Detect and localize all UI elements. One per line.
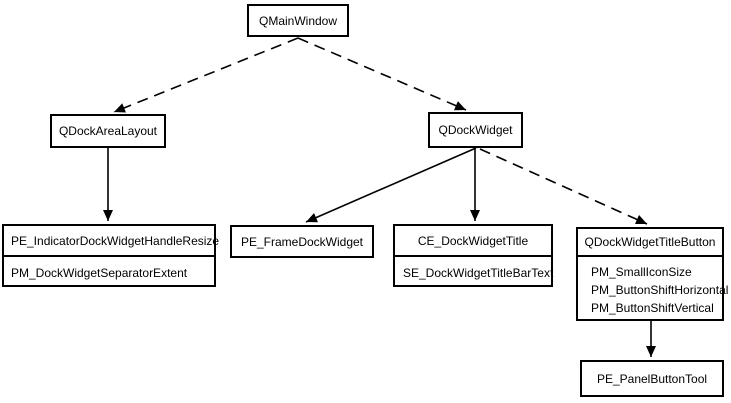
edge-dock_widget-to-frame_dock_widget xyxy=(305,147,477,223)
node-label: QDockWidget xyxy=(438,123,513,137)
node-title: QDockWidgetTitleButton xyxy=(584,235,716,249)
node-label: QDockAreaLayout xyxy=(58,124,158,138)
edge-main_window-to-dock_area_layout xyxy=(113,37,299,113)
attr-line: PM_DockWidgetSeparatorExtent xyxy=(11,266,188,280)
attr-line: PM_ButtonShiftVertical xyxy=(591,301,714,315)
compartment-divider xyxy=(4,255,214,257)
node-qdockarealayout: QDockAreaLayout xyxy=(50,114,166,148)
node-pe-panelbuttontool: PE_PanelButtonTool xyxy=(580,360,724,397)
node-dock-area-metrics: PE_IndicatorDockWidgetHandleResize PM_Do… xyxy=(2,224,220,287)
node-label: PE_PanelButtonTool xyxy=(596,371,708,386)
node-label: QMainWindow xyxy=(258,13,338,28)
attr-line: SE_DockWidgetTitleBarText xyxy=(403,266,554,280)
node-pe-framedockwidget: PE_FrameDockWidget xyxy=(230,225,374,258)
node-qdockwidget: QDockWidget xyxy=(428,112,523,148)
node-qdockwidgettitlebutton: QDockWidgetTitleButton PM_SmallIconSize … xyxy=(576,227,729,321)
node-qmainwindow: QMainWindow xyxy=(247,4,349,37)
compartment-divider xyxy=(395,255,551,257)
node-ce-dockwidgettitle: CE_DockWidgetTitle SE_DockWidgetTitleBar… xyxy=(393,224,553,287)
edge-dock_widget-to-title_button xyxy=(479,148,648,225)
compartment-divider xyxy=(578,255,722,257)
node-title: CE_DockWidgetTitle xyxy=(417,233,529,248)
edge-main_window-to-dock_widget xyxy=(297,37,467,111)
node-title: PE_IndicatorDockWidgetHandleResize xyxy=(11,233,220,248)
attr-line: PM_ButtonShiftHorizontal xyxy=(591,283,729,297)
attr-line: PM_SmallIconSize xyxy=(591,265,692,279)
node-label: PE_FrameDockWidget xyxy=(240,234,364,249)
